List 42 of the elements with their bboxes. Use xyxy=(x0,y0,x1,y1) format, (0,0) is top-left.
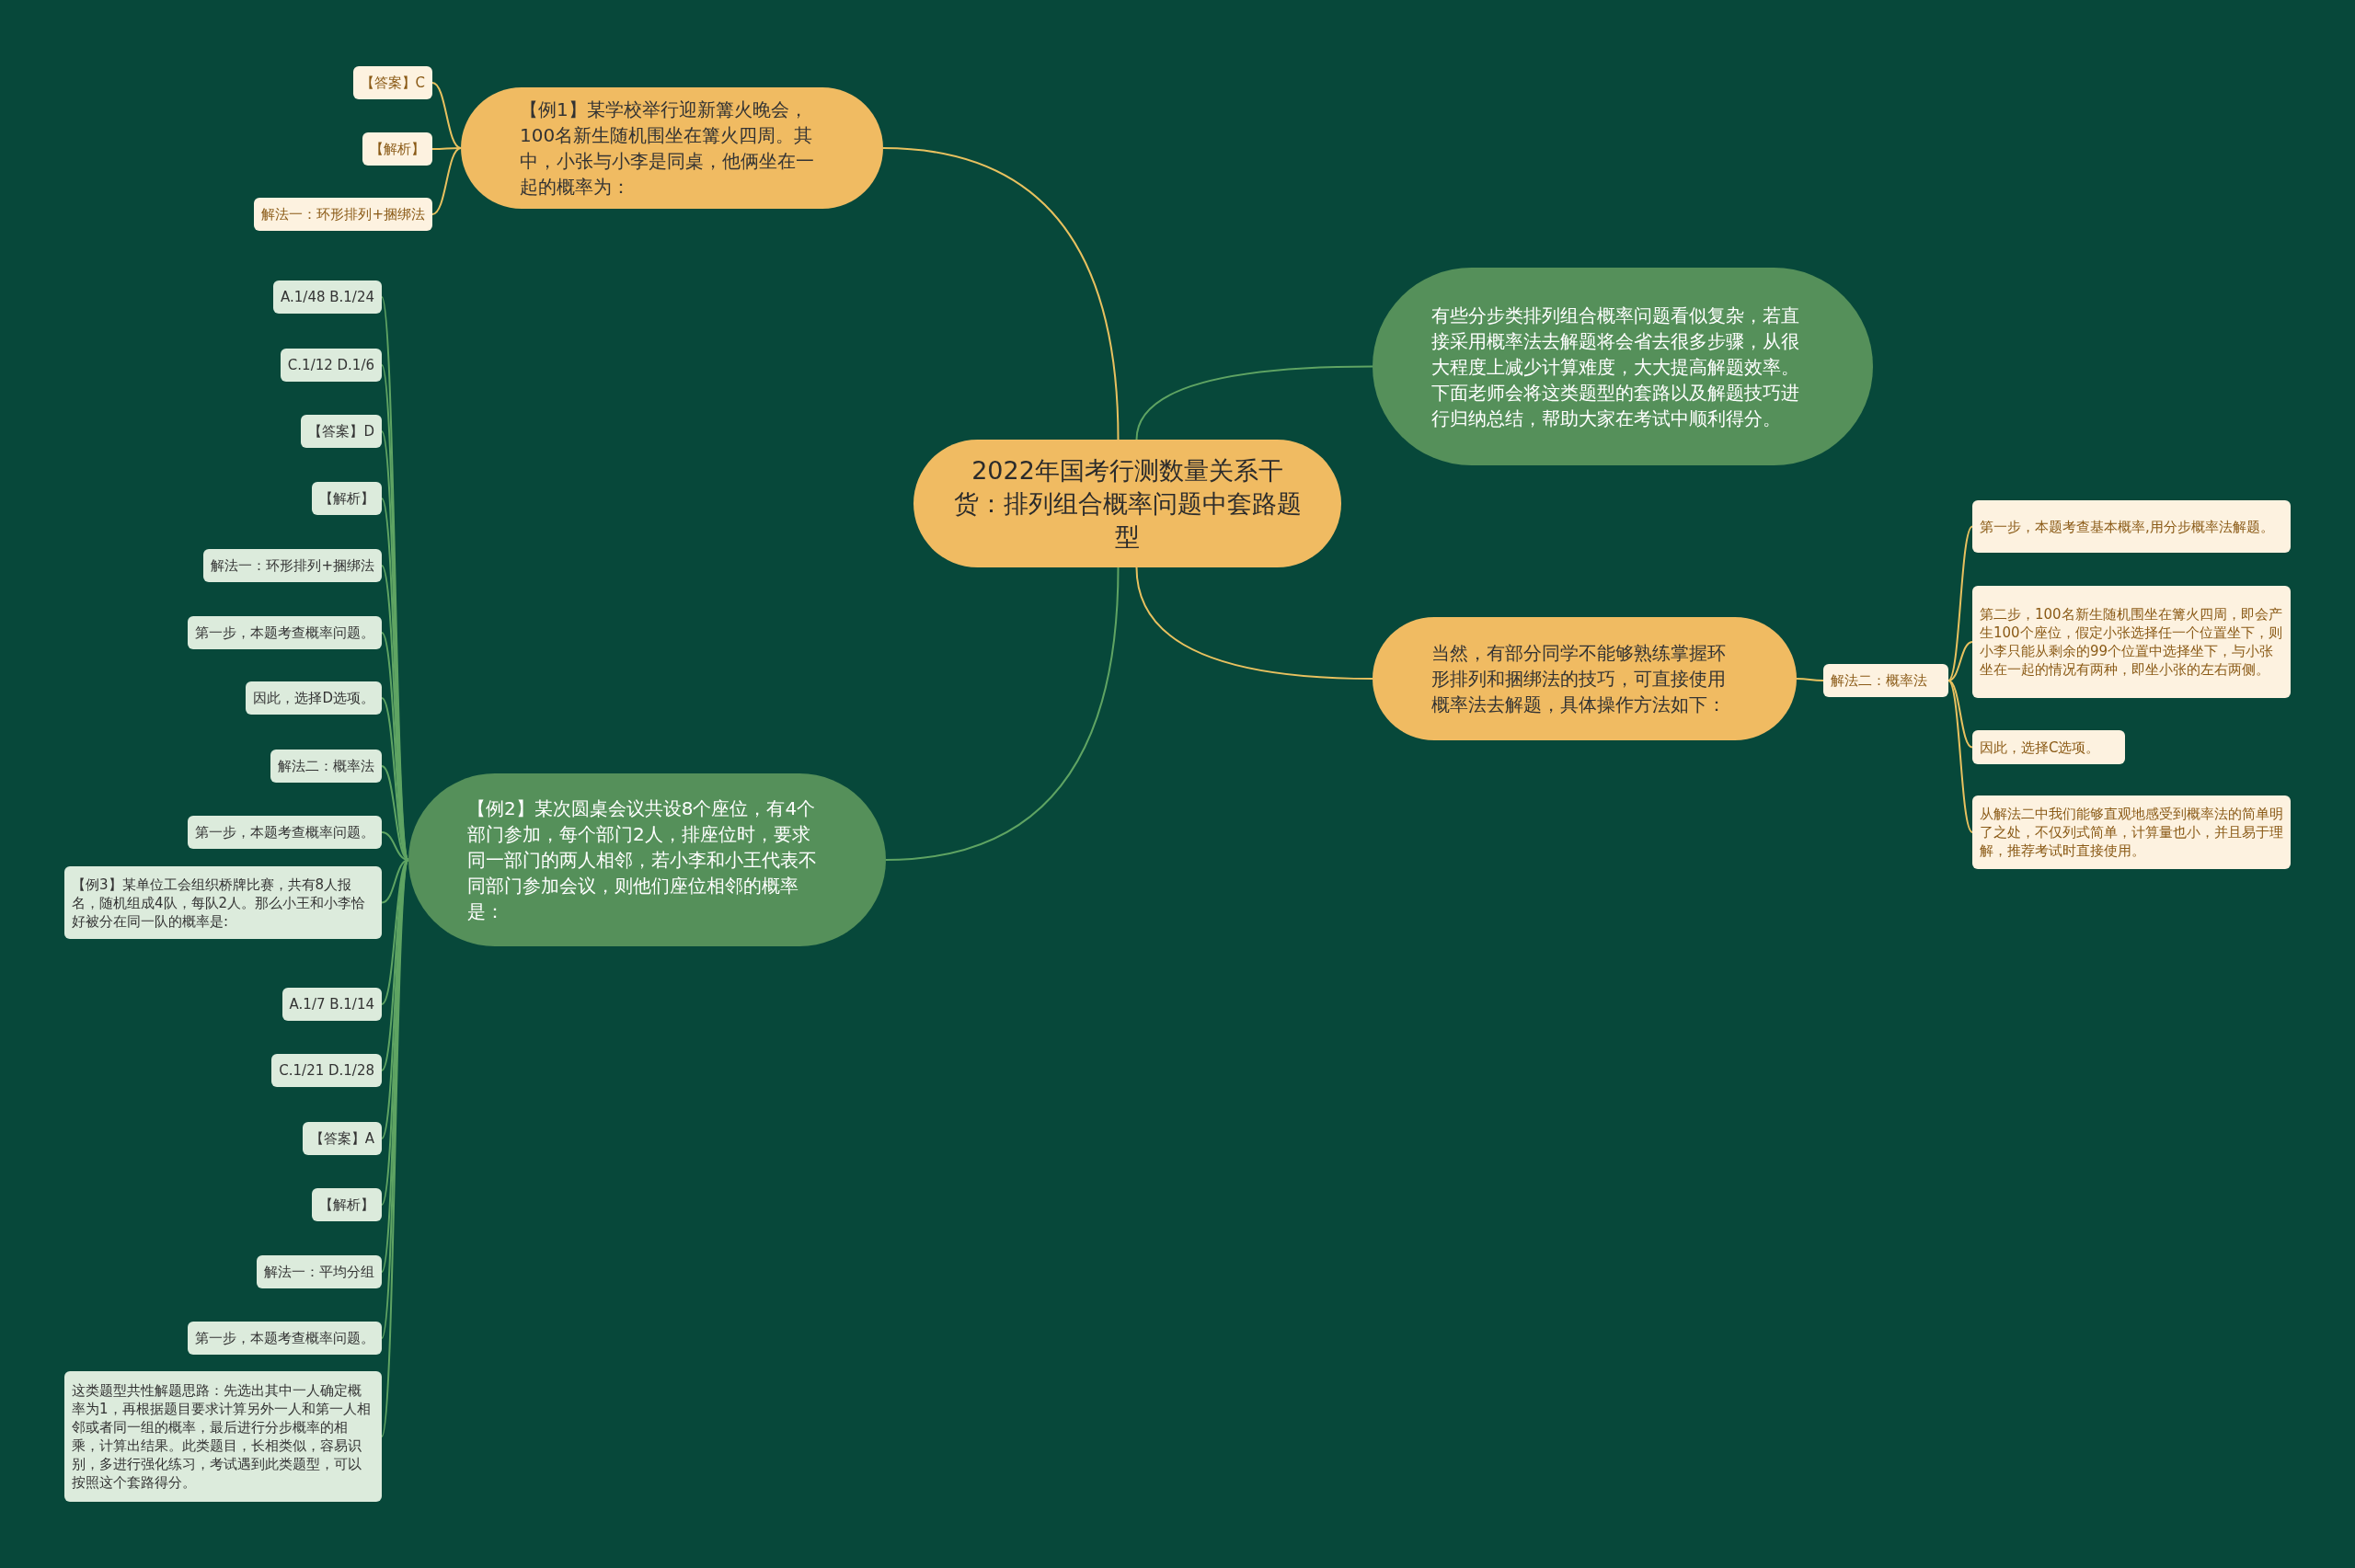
note-card: 【答案】D xyxy=(301,415,382,448)
note-card: 【答案】A xyxy=(302,1122,382,1155)
note-card: 【解析】 xyxy=(312,1188,382,1221)
note-card: 第一步，本题考查概率问题。 xyxy=(188,1322,382,1355)
note-card: 因此，选择D选项。 xyxy=(246,681,382,715)
connector-line xyxy=(1947,680,1973,749)
connector-line xyxy=(431,147,462,215)
note-card: A.1/48 B.1/24 xyxy=(273,280,382,314)
topic-bubble: 【例2】某次圆桌会议共设8个座位，有4个部门参加，每个部门2人，排座位时，要求同一部门的两人相邻，若小李和小王代表不同部门参加会议，则他们座位相邻的概率是： xyxy=(408,773,886,946)
note-card: C.1/21 D.1/28 xyxy=(271,1054,382,1087)
note-card: 解法二：概率法 xyxy=(1823,664,1948,697)
note-card: 解法一：平均分组 xyxy=(257,1255,382,1288)
connector-line xyxy=(1796,678,1824,681)
topic-bubble: 有些分步类排列组合概率问题看似复杂，若直接采用概率法去解题将会省去很多步骤，从很大程度上减少计算难度，大大提高解题效率。下面老师会将这类题型的套路以及解题技巧进行归纳总结，帮助大家在考试中顺利得分。 xyxy=(1373,268,1873,465)
note-card: 解法一：环形排列+捆绑法 xyxy=(203,549,382,582)
central-topic: 2022年国考行测数量关系干货：排列组合概率问题中套路题型 xyxy=(913,440,1341,567)
connector-line xyxy=(1135,567,1373,680)
note-card: 【解析】 xyxy=(362,132,432,166)
note-card: 第一步，本题考查基本概率,用分步概率法解题。 xyxy=(1972,500,2291,553)
connector-line xyxy=(882,147,1120,441)
note-card: 这类题型共性解题思路：先选出其中一人确定概率为1，再根据题目要求计算另外一人和第一人相邻或者同一组的概率，最后进行分步概率的相乘，计算出结果。此类题目，长相类似，容易识别，多进行强化练习，考试遇到此类题型，可以按照这个套路得分。 xyxy=(64,1371,382,1502)
connector-line xyxy=(1947,641,1973,681)
connector-line xyxy=(1947,680,1973,833)
note-card: 第二步，100名新生随机围坐在篝火四周，即会产生100个座位，假定小张选择任一个位置坐下，则小李只能从剩余的99个位置中选择坐下，与小张坐在一起的情况有两种，即坐小张的左右两侧。 xyxy=(1972,586,2291,698)
connector-line xyxy=(431,82,462,149)
note-card: 【答案】C xyxy=(352,66,432,99)
topic-bubble: 当然，有部分同学不能够熟练掌握环形排列和捆绑法的技巧，可直接使用概率法去解题，具体操作方法如下： xyxy=(1373,617,1797,740)
connector-line xyxy=(1947,525,1973,681)
connector-line xyxy=(381,859,409,904)
connector-line xyxy=(885,567,1120,861)
note-card: 【例3】某单位工会组织桥牌比赛，共有8人报名，随机组成4队，每队2人。那么小王和小李恰好被分在同一队的概率是: xyxy=(64,866,382,939)
note-card: 解法二：概率法 xyxy=(270,750,382,783)
connector-line xyxy=(1135,365,1373,441)
note-card: 第一步，本题考查概率问题。 xyxy=(188,816,382,849)
note-card: 第一步，本题考查概率问题。 xyxy=(188,616,382,649)
topic-bubble: 【例1】某学校举行迎新篝火晚会，100名新生随机围坐在篝火四周。其中，小张与小李是同桌，他俩坐在一起的概率为： xyxy=(461,87,883,209)
note-card: C.1/12 D.1/6 xyxy=(280,349,382,382)
note-card: 解法一：环形排列+捆绑法 xyxy=(254,198,432,231)
note-card: 因此，选择C选项。 xyxy=(1972,730,2125,764)
note-card: 从解法二中我们能够直观地感受到概率法的简单明了之处，不仅列式简单，计算量也小，并且易于理解，推荐考试时直接使用。 xyxy=(1972,795,2291,869)
note-card: A.1/7 B.1/14 xyxy=(281,988,382,1021)
note-card: 【解析】 xyxy=(312,482,382,515)
